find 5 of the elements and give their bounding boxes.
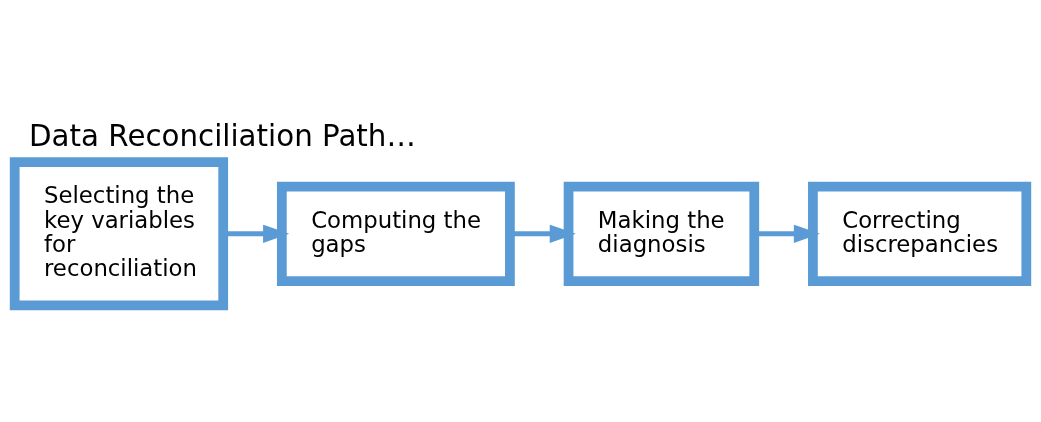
- node-box: Correcting discrepancies: [808, 181, 1032, 286]
- node-box: Making the diagnosis: [563, 181, 760, 286]
- node-box: Computing the gaps: [276, 181, 515, 286]
- node-box: Selecting the key variables for reconciliation: [9, 157, 229, 311]
- diagram-title: Data Reconciliation Path…: [29, 119, 416, 154]
